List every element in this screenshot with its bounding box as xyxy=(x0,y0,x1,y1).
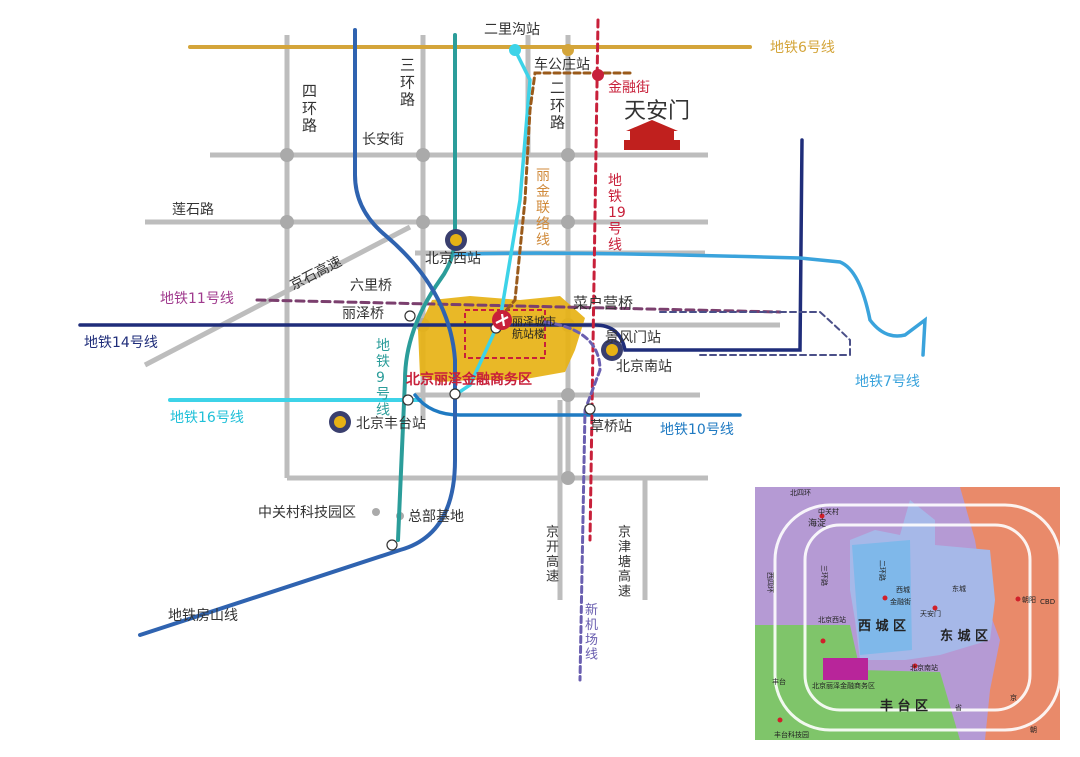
line14-path xyxy=(78,138,804,352)
inset-fengtaikeji: 丰台科技园 xyxy=(774,730,809,739)
tiananmen-gate-icon xyxy=(624,120,680,150)
line10-label: 地铁10号线 xyxy=(660,422,734,438)
station-terminal: 丽泽城市航站楼 xyxy=(512,314,556,341)
fangshan-path xyxy=(138,28,457,637)
lize-district-area xyxy=(418,296,585,382)
inset-cbd: CBD xyxy=(1040,598,1055,606)
inset-tiananmen: 天安门 xyxy=(920,609,941,618)
inset-chaoyang-label: 朝阳 xyxy=(1022,595,1036,604)
inset-ring-west: 西四环 xyxy=(766,572,774,593)
inset-zhongguancun: 中关村 xyxy=(818,507,839,516)
poi-zgc: 中关村科技园区 xyxy=(258,505,356,521)
inset-xicheng-qu: 西 城 区 xyxy=(858,618,906,634)
airport-terminal-icon xyxy=(492,310,512,330)
road-caihuying: 菜户营桥 xyxy=(573,294,633,312)
line10-path xyxy=(413,393,742,417)
airport-line-label: 新机场线 xyxy=(585,602,598,663)
inset-lize xyxy=(823,658,868,680)
station-chegongzhuang: 车公庄站 xyxy=(534,56,590,73)
line7-label: 地铁7号线 xyxy=(855,374,920,390)
inset-beijingnan: 北京南站 xyxy=(910,663,938,672)
core-zone-outline xyxy=(464,309,546,359)
line16-label: 地铁16号线 xyxy=(170,410,244,426)
inset-jing: 京 xyxy=(1010,693,1017,702)
district-name: 北京丽泽金融商务区 xyxy=(406,371,532,388)
inset-sheng: 省 xyxy=(955,703,962,712)
lijin-path xyxy=(496,71,632,322)
lijin-label: 丽金联络线 xyxy=(536,168,550,248)
inset-top: 北四环 xyxy=(790,489,811,497)
road-liuliqiao: 六里桥 xyxy=(350,278,392,294)
line9-path xyxy=(396,33,457,542)
metro-stations xyxy=(386,44,604,551)
inset-lize-label: 北京丽泽金融商务区 xyxy=(812,681,875,690)
line6-label: 地铁6号线 xyxy=(770,40,835,56)
airport-line-path xyxy=(543,320,602,682)
inset-district-map: 北四环 中关村 海淀 西四环 三环路 二环路 西城 金融街 东城 天安门 朝阳 … xyxy=(755,487,1062,740)
station-beijingxi: 北京西站 xyxy=(425,251,481,267)
train-station-icon xyxy=(329,411,351,433)
line19-path xyxy=(588,18,600,542)
line14-label: 地铁14号线 xyxy=(84,335,158,351)
inset-dongcheng-qu: 东 城 区 xyxy=(940,628,988,644)
inset-fengtai-label: 丰台 xyxy=(772,677,786,686)
inset-xicheng: 西城 xyxy=(896,586,910,594)
road-changan: 长安街 xyxy=(362,132,404,148)
station-caoqiao: 草桥站 xyxy=(590,419,632,435)
inset-dongcheng-label: 东城 xyxy=(952,584,966,593)
station-jinrongjie: 金融街 xyxy=(608,80,650,96)
road-ring2: 二环路 xyxy=(550,79,565,132)
road-ring3: 三环路 xyxy=(400,56,415,109)
fangshan-label: 地铁房山线 xyxy=(168,608,238,624)
train-station-icon xyxy=(601,339,623,361)
road-lianshi: 莲石路 xyxy=(172,202,214,218)
road-ring4: 四环路 xyxy=(302,82,317,135)
line11-label: 地铁11号线 xyxy=(160,291,234,307)
road-jingjintang: 京津塘高速 xyxy=(618,525,631,600)
inset-beijingxi: 北京西站 xyxy=(818,615,846,624)
line11-east-path xyxy=(659,311,851,356)
inset-ring3: 三环路 xyxy=(820,565,829,586)
inset-ring2: 二环路 xyxy=(878,560,887,581)
station-beijingnan: 北京南站 xyxy=(616,359,672,375)
station-beijingfengtai: 北京丰台站 xyxy=(356,416,426,432)
road-lizeqiao: 丽泽桥 xyxy=(342,306,384,322)
train-station-icon xyxy=(445,229,467,251)
road-jingshi: 京石高速 xyxy=(287,253,345,294)
inset-fengtai-qu: 丰 台 区 xyxy=(880,698,928,714)
station-erligou: 二里沟站 xyxy=(484,22,540,38)
north-cyan-path xyxy=(453,48,532,397)
tiananmen-label: 天安门 xyxy=(624,99,690,124)
inset-haidian: 海淀 xyxy=(808,517,826,529)
road-jingkai: 京开高速 xyxy=(546,525,559,585)
jingshi-expressway xyxy=(143,224,412,368)
station-jingfengmen: 景风门站 xyxy=(605,330,661,346)
line7-path xyxy=(453,251,927,357)
metro-lines xyxy=(78,18,927,682)
inset-jinrongjie: 金融街 xyxy=(890,597,911,606)
line11-path xyxy=(255,298,782,314)
poi-zongbu: 总部基地 xyxy=(408,508,464,525)
inset-chao: 朝 xyxy=(1030,726,1037,734)
inset-xicheng xyxy=(852,540,912,655)
